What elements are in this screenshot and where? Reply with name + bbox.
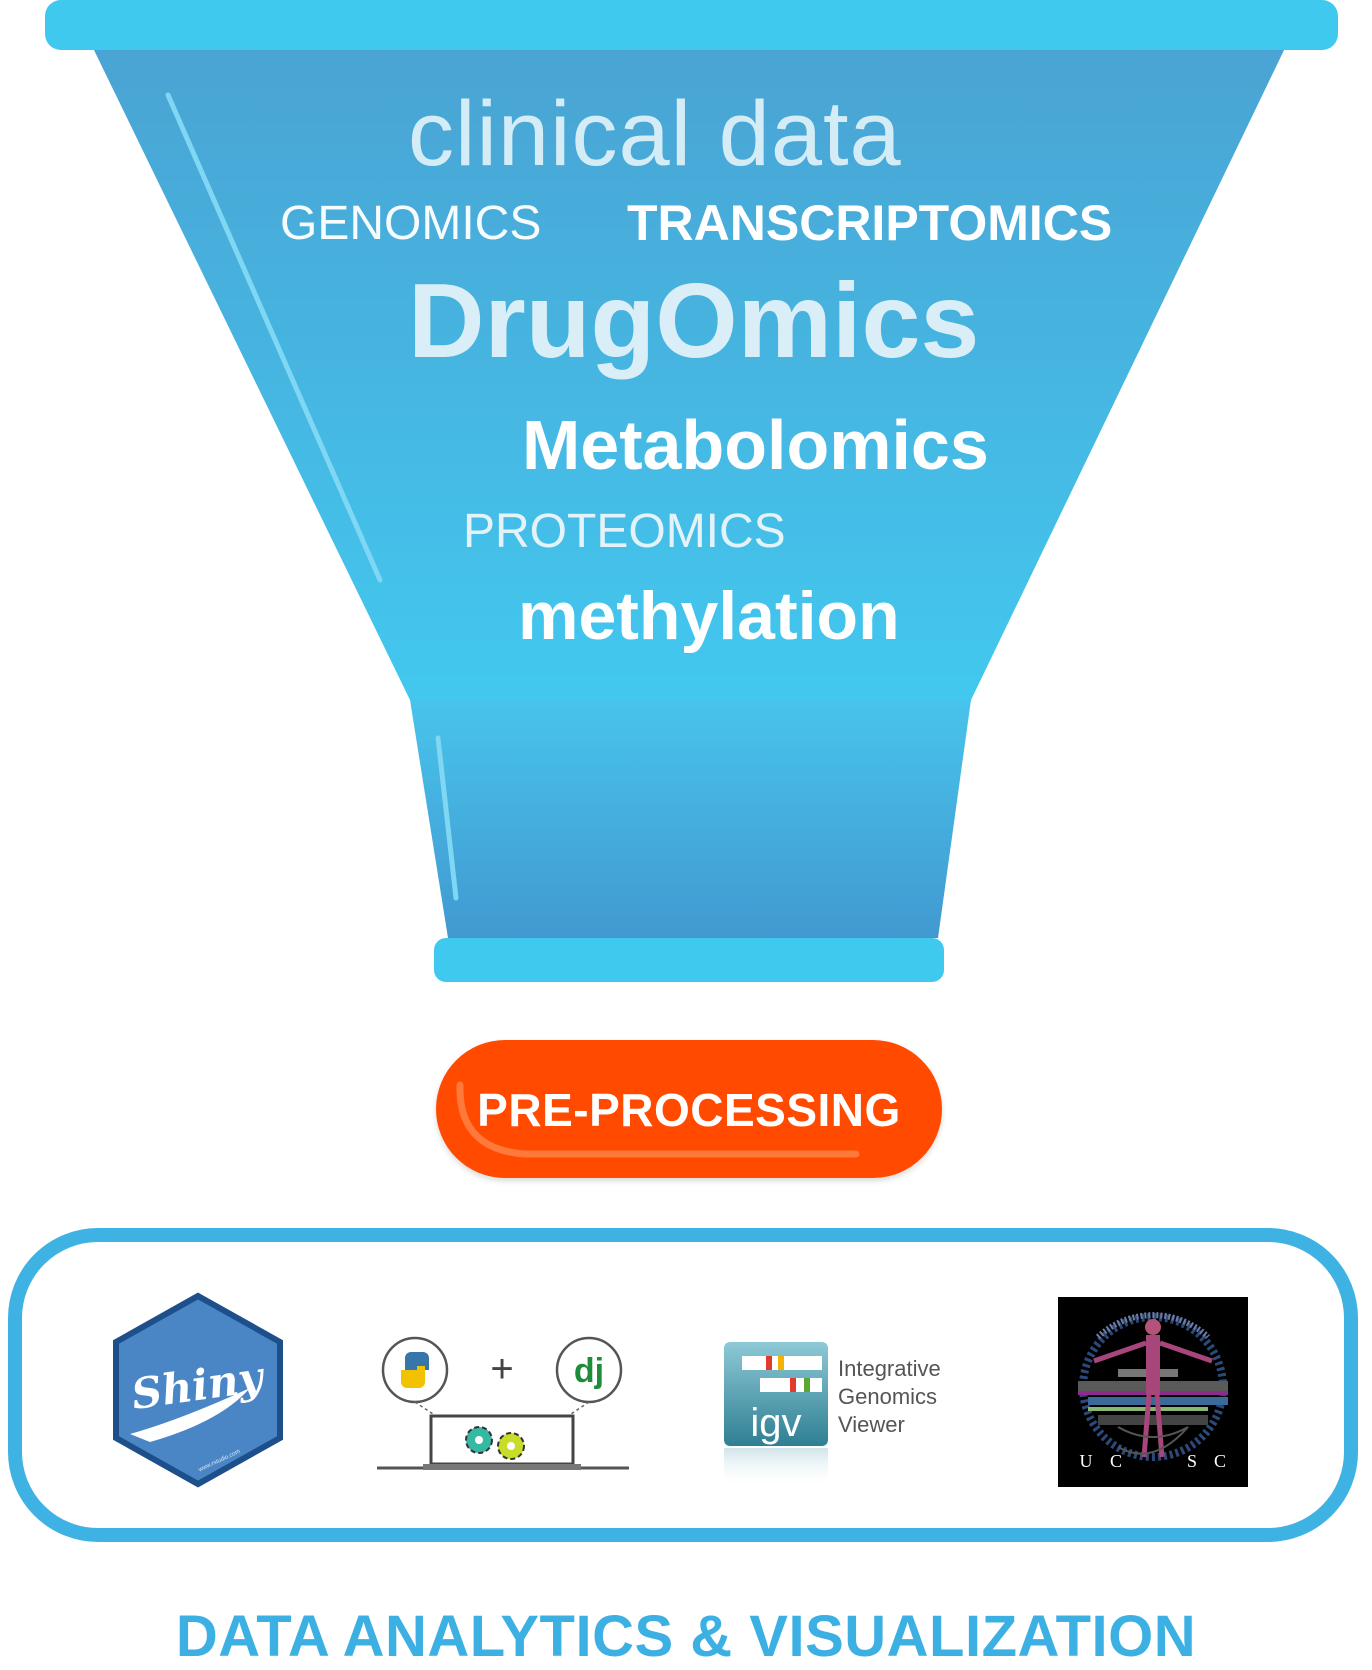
word-genomics: GENOMICS	[280, 197, 542, 250]
igv-title-line-1: Integrative	[838, 1356, 941, 1381]
word-clinical-data: clinical data	[408, 83, 902, 185]
igv-title-line-2: Genomics	[838, 1384, 937, 1409]
word-methylation: methylation	[518, 578, 900, 654]
funnel-neck-highlight	[435, 735, 459, 901]
plus-sign: +	[490, 1347, 513, 1391]
preprocessing-label: PRE-PROCESSING	[477, 1084, 901, 1136]
ucsc-letter-u: U	[1080, 1451, 1093, 1471]
footer-label: DATA ANALYTICS & VISUALIZATION	[175, 1604, 1197, 1669]
human-figure-icon	[1093, 1319, 1213, 1458]
word-drugomics: DrugOmics	[408, 262, 980, 380]
funnel-highlight	[165, 92, 383, 583]
shiny-hex-logo-icon: Shiny www.rstudio.com	[113, 1292, 283, 1488]
igv-title-line-3: Viewer	[838, 1412, 905, 1437]
ucsc-letter-c1: C	[1110, 1451, 1122, 1471]
ucsc-letter-s: S	[1187, 1451, 1197, 1471]
word-proteomics: PROTEOMICS	[463, 505, 786, 558]
python-django-logo-icon: + dj	[377, 1336, 629, 1470]
funnel-graphic	[45, 0, 1338, 982]
funnel-top-rim	[45, 0, 1338, 50]
ucsc-logo-icon: U C S C	[1058, 1297, 1248, 1487]
pill-highlight	[456, 1081, 860, 1158]
igv-logo-icon: igv Integrative Genomics Viewer	[724, 1342, 941, 1488]
ucsc-letter-c2: C	[1214, 1451, 1226, 1471]
preprocessing-pill	[436, 1040, 942, 1178]
igv-badge-text: igv	[750, 1401, 801, 1445]
word-transcriptomics: TRANSCRIPTOMICS	[627, 195, 1113, 251]
django-label: dj	[574, 1352, 604, 1390]
word-metabolomics: Metabolomics	[522, 406, 989, 484]
funnel-bottom-rim	[434, 938, 944, 982]
funnel-body	[92, 46, 1286, 938]
